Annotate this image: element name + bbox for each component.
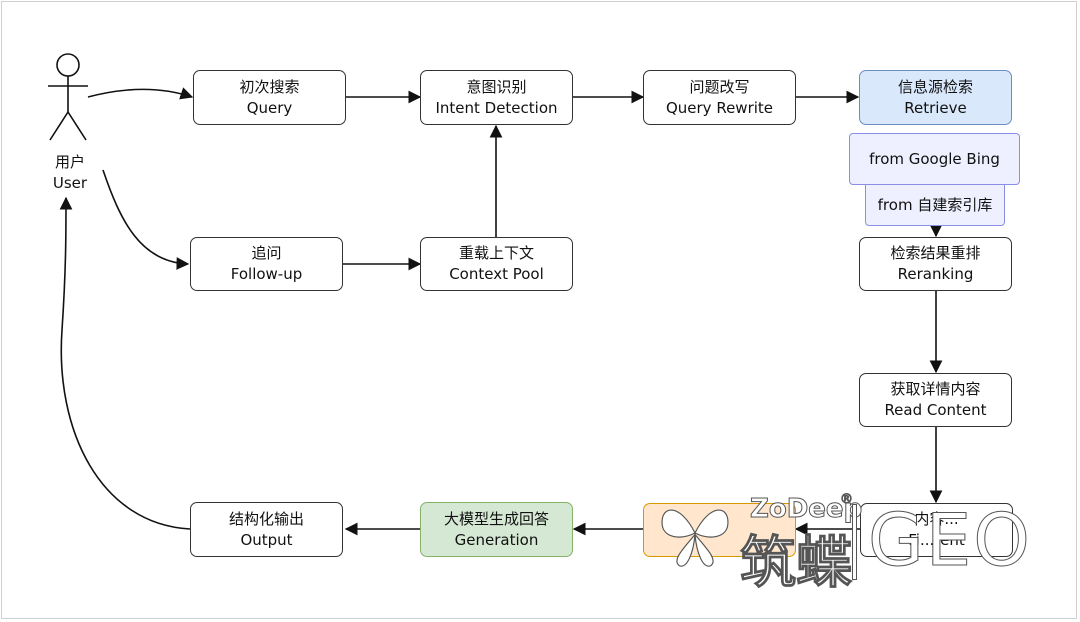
node-filter-zh: 内容... (914, 510, 959, 528)
watermark-brand: ZoDeep (749, 494, 863, 525)
watermark-product: GEO (868, 498, 1032, 583)
node-source-index-text: from 自建索引库 (877, 195, 993, 214)
node-intent-en: Intent Detection (435, 98, 558, 117)
node-query-en: Query (246, 98, 293, 117)
node-retrieve-zh: 信息源检索 (897, 77, 973, 96)
node-followup-en: Follow-up (230, 265, 303, 283)
watermark-registered: ® (840, 492, 854, 508)
node-intent-zh: 意图识别 (466, 77, 527, 96)
watermark-divider (852, 504, 857, 580)
node-rewrite-en: Query Rewrite (665, 98, 774, 117)
user-label: 用户 User (40, 152, 100, 194)
node-query: 初次搜索 Query (193, 70, 346, 125)
node-read-content: 获取详情内容 Read Content (859, 373, 1012, 427)
edge-user-query (87, 87, 194, 100)
node-rerank-en: Reranking (897, 265, 974, 283)
node-intent-detection: 意图识别 Intent Detection (420, 70, 573, 125)
butterfly-logo-icon (661, 509, 729, 567)
node-filter-content: 内容... Fi...tent (860, 503, 1013, 557)
node-output-en: Output (240, 530, 293, 549)
node-source-google: from Google Bing (849, 133, 1020, 185)
node-retrieve-en: Retrieve (904, 98, 967, 117)
node-generation-zh: 大模型生成回答 (443, 509, 549, 528)
node-query-rewrite: 问题改写 Query Rewrite (643, 70, 796, 125)
edge-output-user (59, 196, 191, 530)
node-generation: 大模型生成回答 Generation (420, 502, 573, 557)
user-label-en: User (52, 174, 88, 192)
watermark: ZoDeep ® 筑蝶 GEO (640, 478, 1080, 622)
node-rewrite-zh: 问题改写 (689, 77, 750, 96)
node-context-en: Context Pool (449, 265, 544, 283)
node-context-zh: 重载上下文 (458, 244, 534, 262)
node-follow-up: 追问 Follow-up (190, 237, 343, 291)
node-filter-en: Fi...tent (908, 531, 965, 549)
node-reranking: 检索结果重排 Reranking (859, 237, 1012, 291)
node-query-zh: 初次搜索 (239, 77, 300, 96)
node-source-index: from 自建索引库 (865, 178, 1005, 226)
node-read-zh: 获取详情内容 (890, 380, 981, 398)
node-output-zh: 结构化输出 (228, 509, 304, 528)
node-generation-en: Generation (454, 530, 539, 549)
edge-user-followup (102, 169, 190, 270)
user-actor-icon (48, 53, 88, 141)
node-output: 结构化输出 Output (190, 502, 343, 557)
watermark-cn: 筑蝶 (740, 531, 853, 597)
user-label-zh: 用户 (54, 153, 85, 171)
node-source-google-text: from Google Bing (869, 149, 1000, 168)
node-context-pool: 重载上下文 Context Pool (420, 237, 573, 291)
node-followup-zh: 追问 (251, 244, 282, 262)
node-retrieve: 信息源检索 Retrieve (859, 70, 1012, 125)
node-rerank-zh: 检索结果重排 (890, 244, 981, 262)
node-read-en: Read Content (884, 401, 987, 419)
